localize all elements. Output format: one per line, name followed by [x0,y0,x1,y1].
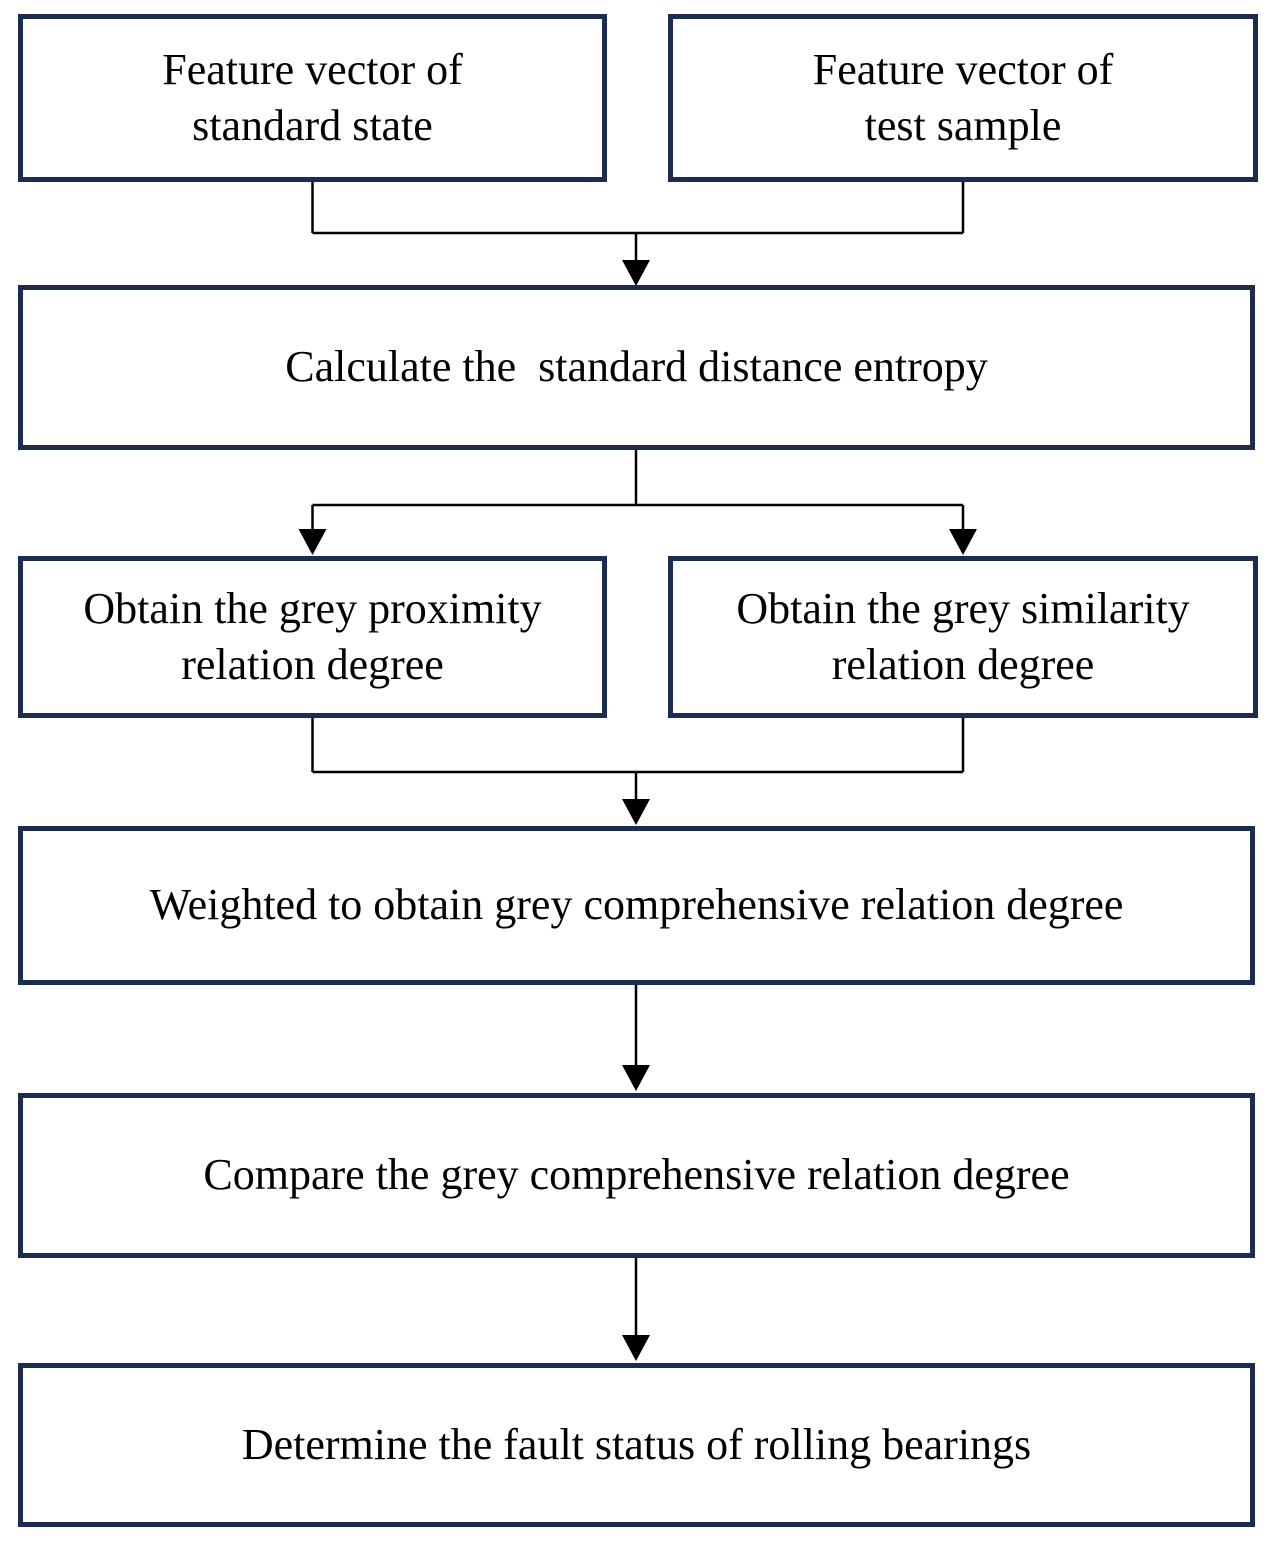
box-compare-grey-comprehensive-relation-degree: Compare the grey comprehensive relation … [18,1093,1255,1258]
box-label: Compare the grey comprehensive relation … [203,1150,1070,1200]
arrowhead-icon [622,260,650,286]
box-label: Feature vector of standard state [162,44,463,150]
arrowhead-icon [622,1065,650,1091]
connector-merge-middle [311,718,965,801]
box-feature-vector-test-sample: Feature vector of test sample [668,14,1258,182]
arrowhead-icon [622,1335,650,1361]
box-label: Feature vector of test sample [812,44,1114,150]
box-grey-proximity-relation-degree: Obtain the grey proximity relation degre… [18,556,607,718]
box-weighted-grey-comprehensive-relation-degree: Weighted to obtain grey comprehensive re… [18,826,1255,985]
connector-merge-top [311,182,965,262]
box-label: Weighted to obtain grey comprehensive re… [149,880,1124,930]
arrowhead-icon [622,799,650,825]
box-calculate-standard-distance-entropy: Calculate the standard distance entropy [18,285,1255,450]
box-label: Determine the fault status of rolling be… [241,1419,1032,1469]
arrowhead-icon [298,529,327,555]
connector-split-middle [311,450,965,531]
box-label: Obtain the grey similarity relation degr… [736,583,1190,689]
box-grey-similarity-relation-degree: Obtain the grey similarity relation degr… [668,556,1258,718]
box-determine-fault-status-rolling-bearings: Determine the fault status of rolling be… [18,1363,1255,1527]
box-label: Obtain the grey proximity relation degre… [83,583,542,689]
arrowhead-icon [949,529,977,555]
box-feature-vector-standard-state: Feature vector of standard state [18,14,607,182]
box-label: Calculate the standard distance entropy [285,342,988,392]
